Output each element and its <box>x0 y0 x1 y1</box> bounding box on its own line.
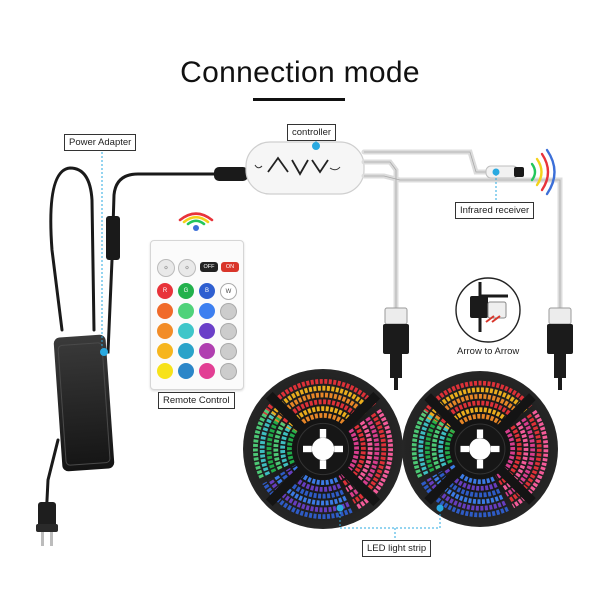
remote-key <box>157 323 173 339</box>
remote-key: W <box>220 283 237 300</box>
remote-key <box>220 303 237 320</box>
title-underline <box>253 98 345 101</box>
led-light-strip-label: LED light strip <box>362 540 432 557</box>
on-button: ON <box>221 262 239 272</box>
remote-key: G <box>178 283 194 299</box>
controller-icon <box>214 141 365 195</box>
remote-key <box>178 343 194 359</box>
remote-key <box>157 363 173 379</box>
brightness-down-button: ☼ <box>178 259 196 277</box>
leader-lines <box>101 136 497 540</box>
infrared-receiver-icon <box>485 165 524 179</box>
controller-label: controller <box>287 124 337 141</box>
remote-key <box>199 323 215 339</box>
remote-key <box>178 303 194 319</box>
remote-key: R <box>157 283 173 299</box>
infrared-receiver-label: Infrared receiver <box>455 202 535 219</box>
remote-key <box>220 323 237 340</box>
plug-icon <box>36 502 58 546</box>
remote-key <box>178 363 194 379</box>
remote-key <box>199 343 215 359</box>
remote-key <box>157 343 173 359</box>
arrow-to-arrow-label: Arrow to Arrow <box>457 346 520 357</box>
brightness-up-button: ☼ <box>157 259 175 277</box>
led-reel-icon <box>402 371 558 527</box>
connector-icon <box>547 307 573 390</box>
remote-key: B <box>199 283 215 299</box>
power-adapter-label: Power Adapter <box>64 134 137 151</box>
remote-key <box>199 303 215 319</box>
wifi-signal-icon <box>530 148 556 196</box>
ferrite-core <box>106 216 120 260</box>
connector-icon <box>383 307 409 390</box>
remote-key <box>157 303 173 319</box>
wifi-signal-icon <box>178 212 214 231</box>
off-button: OFF <box>200 262 218 272</box>
remote-key <box>199 363 215 379</box>
remote-key <box>178 323 194 339</box>
arrow-to-arrow-detail <box>455 277 521 343</box>
remote-key <box>220 343 237 360</box>
led-reel-icon <box>243 369 403 529</box>
power-adapter-icon <box>53 334 115 472</box>
remote-key <box>220 363 237 380</box>
page-title: Connection mode <box>180 56 420 89</box>
controller-wires <box>361 149 563 313</box>
remote-control-label: Remote Control <box>158 392 235 409</box>
